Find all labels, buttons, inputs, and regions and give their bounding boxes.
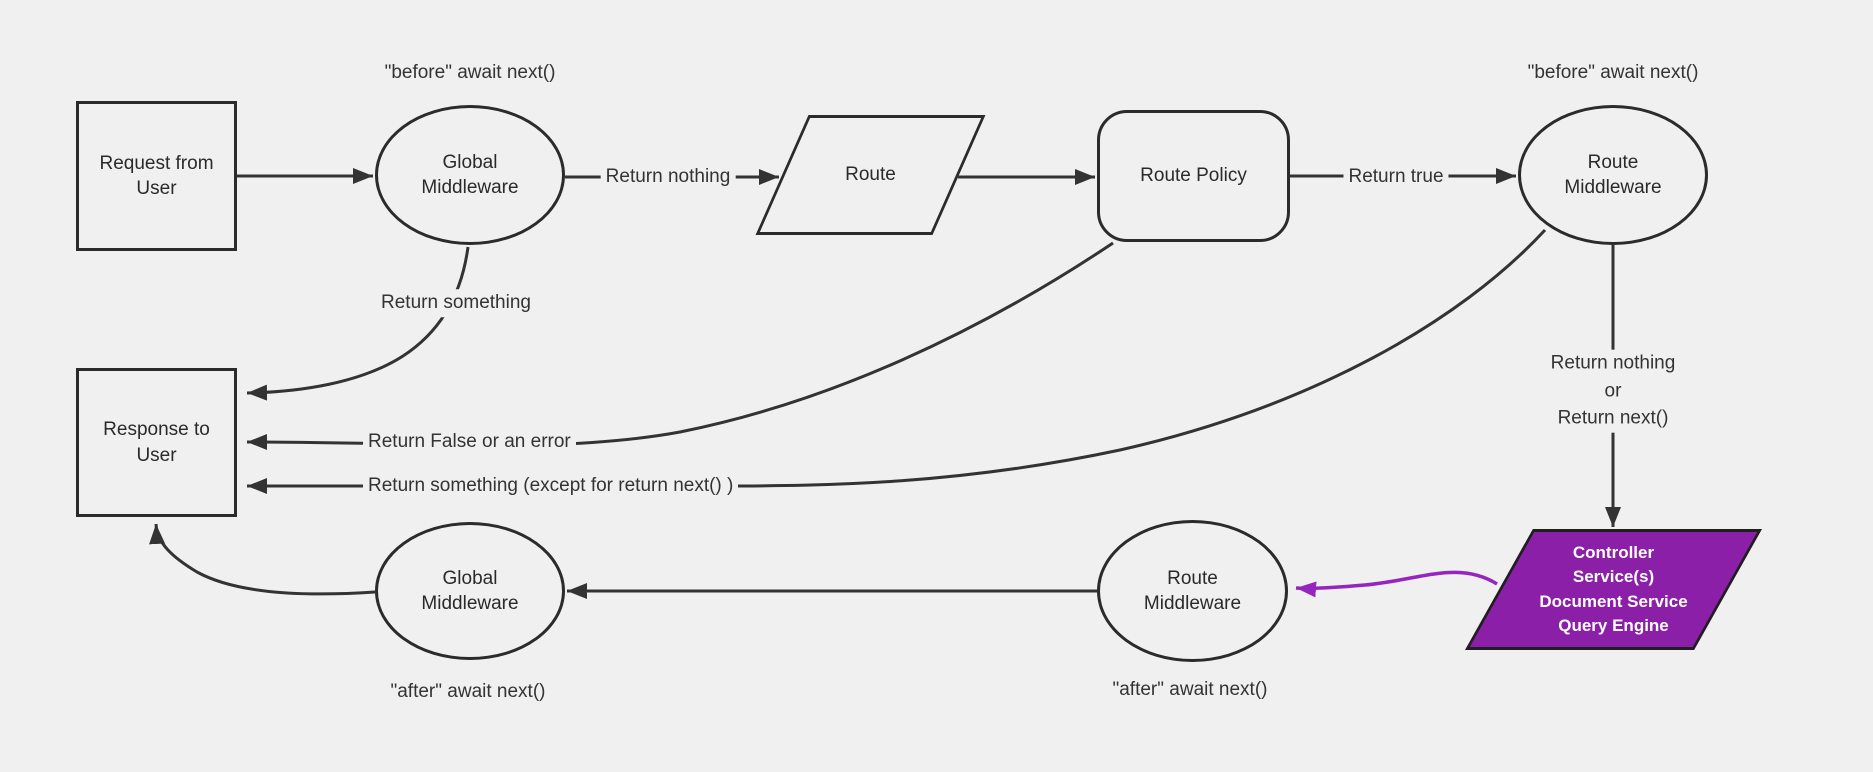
node-route: Route [755, 115, 986, 235]
node-global-middleware-bottom: Global Middleware [375, 522, 565, 660]
node-route-middleware-top-label: Route Middleware [1564, 151, 1662, 198]
label-before-await-next-route: "before" await next() [1527, 62, 1699, 84]
node-route-policy-label: Route Policy [1140, 165, 1247, 187]
edge-route-middleware-return-something-to-response [247, 228, 1547, 494]
node-response-to-user: Response to User [76, 368, 237, 517]
node-response-to-user-label: Response to User [103, 419, 210, 466]
label-after-await-next-route: "after" await next() [1112, 679, 1268, 701]
node-request-from-user: Request from User [76, 101, 237, 251]
label-after-await-next-global: "after" await next() [390, 681, 546, 703]
node-route-middleware-top: Route Middleware [1518, 105, 1708, 245]
node-route-label: Route [845, 164, 896, 186]
node-controller-services: Controller Service(s) Document Service Q… [1465, 529, 1762, 650]
node-route-middleware-bottom: Route Middleware [1097, 520, 1288, 662]
node-global-middleware-bottom-label: Global Middleware [421, 567, 519, 614]
label-return-false-or-error: Return False or an error [363, 428, 576, 456]
label-return-something: Return something [376, 289, 536, 317]
label-return-nothing-or-next: Return nothing or Return next() [1545, 349, 1681, 433]
node-route-middleware-bottom-label: Route Middleware [1143, 567, 1242, 614]
node-global-middleware-top: Global Middleware [375, 105, 565, 245]
label-return-something-except: Return something (except for return next… [363, 472, 739, 500]
edge-global-middleware-to-response [149, 523, 376, 596]
node-request-from-user-label: Request from User [99, 152, 214, 199]
label-return-true: Return true [1343, 163, 1449, 191]
edge-global-middleware-return-something-to-response [246, 246, 470, 401]
node-route-policy: Route Policy [1097, 110, 1290, 242]
label-before-await-next-global: "before" await next() [384, 62, 556, 84]
label-return-nothing: Return nothing [600, 163, 736, 191]
edge-route-policy-return-false-to-response [246, 241, 1114, 451]
edge-controller-to-route-middleware [1295, 570, 1498, 598]
node-global-middleware-top-label: Global Middleware [421, 151, 519, 198]
node-controller-services-label: Controller Service(s) Document Service Q… [1539, 543, 1688, 635]
